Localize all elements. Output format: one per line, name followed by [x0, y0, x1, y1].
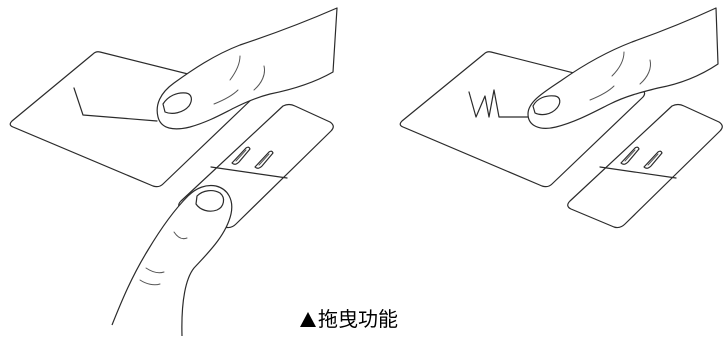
- right-button-area: [567, 103, 723, 229]
- left-illustration: [9, 7, 338, 337]
- right-top-finger: [527, 7, 719, 129]
- triangle-up-icon: [300, 312, 316, 327]
- left-drag-path: [73, 87, 158, 122]
- left-scroll-slot-1: [231, 146, 251, 165]
- left-top-fingernail: [162, 92, 192, 114]
- right-zigzag-path: [468, 89, 529, 118]
- left-scroll-slot-2: [254, 150, 274, 169]
- left-top-finger-outline: [156, 7, 338, 130]
- left-button-divider: [210, 166, 288, 179]
- right-scroll-slot-2: [643, 150, 663, 169]
- left-touchpad: [9, 51, 257, 188]
- right-top-fingernail: [532, 95, 561, 116]
- right-top-finger-outline: [527, 7, 719, 129]
- right-button-frame: [567, 103, 723, 229]
- right-touchpad: [399, 51, 646, 188]
- right-button-divider: [599, 166, 677, 179]
- caption: 拖曳功能: [300, 306, 480, 332]
- caption-text: 拖曳功能: [318, 307, 398, 331]
- left-bottom-finger-outline: [111, 184, 233, 337]
- left-bottom-finger: [111, 184, 233, 337]
- right-illustration: [399, 7, 723, 229]
- right-scroll-slot-1: [620, 146, 640, 165]
- left-bottom-fingernail: [195, 190, 225, 212]
- left-top-finger: [156, 7, 338, 130]
